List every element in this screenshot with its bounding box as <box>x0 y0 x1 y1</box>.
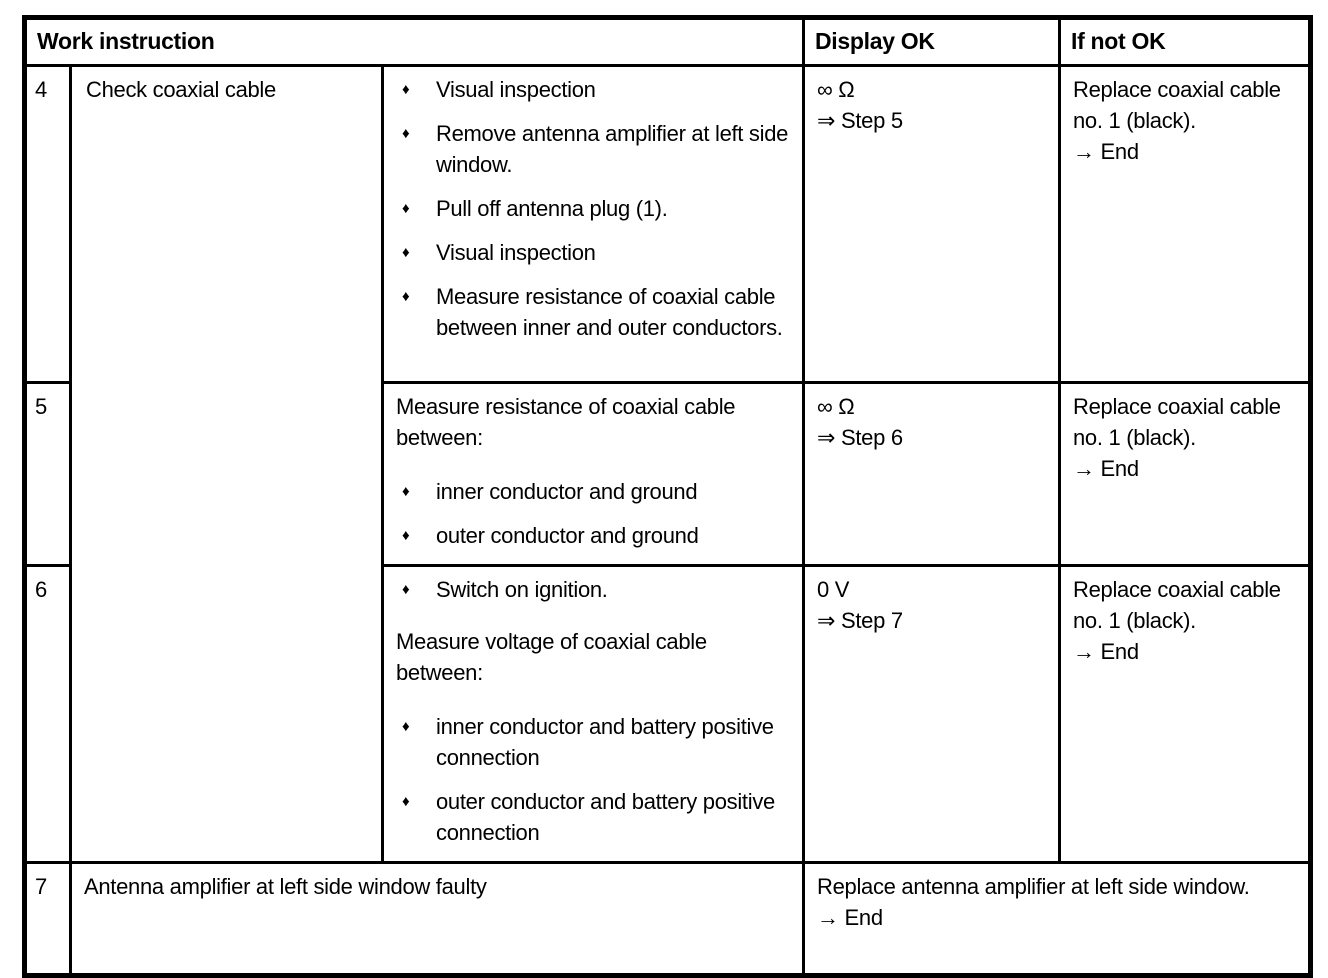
remedy-action: Replace coaxial cable no. 1 (black). <box>1073 577 1281 633</box>
check-coaxial-cable-cell: Check coaxial cable <box>69 64 384 864</box>
step-7-remedy-cell: Replace antenna amplifier at left side w… <box>802 861 1312 977</box>
list-item: ♦ inner conductor and ground <box>396 476 790 507</box>
list-item: ♦ Switch on ignition. <box>396 574 790 605</box>
table-row-step-4: 4 Check coaxial cable ♦ Visual inspectio… <box>23 64 1312 864</box>
step-number-cell: 5 <box>23 381 72 567</box>
step-4-display-ok-cell: ∞ Ω ⇒ Step 5 <box>802 64 1061 384</box>
list-item: ♦ inner conductor and battery positive c… <box>396 711 790 773</box>
diamond-bullet-icon: ♦ <box>402 81 410 98</box>
bullet-text: inner conductor and ground <box>436 479 698 504</box>
step-5-display-ok-cell: ∞ Ω ⇒ Step 6 <box>802 381 1061 567</box>
list-item: ♦ Measure resistance of coaxial cable be… <box>396 281 790 343</box>
step-4-details-cell: ♦ Visual inspection ♦ Remove antenna amp… <box>381 64 805 384</box>
list-item: ♦ outer conductor and battery positive c… <box>396 786 790 848</box>
step-6-if-not-ok-cell: Replace coaxial cable no. 1 (black). → E… <box>1058 564 1312 864</box>
next-step-reference: ⇒ Step 7 <box>817 608 903 633</box>
table-row-step-5: 5 Measure resistance of coaxial cable be… <box>23 381 1312 567</box>
step-5-if-not-ok-cell: Replace coaxial cable no. 1 (black). → E… <box>1058 381 1312 567</box>
remedy-action: Replace antenna amplifier at left side w… <box>817 874 1250 899</box>
table-header-row: Work instruction Display OK If not OK <box>23 16 1312 67</box>
bullet-text: Switch on ignition. <box>436 577 608 602</box>
diamond-bullet-icon: ♦ <box>402 288 410 305</box>
diamond-bullet-icon: ♦ <box>402 581 410 598</box>
step-6-display-ok-cell: 0 V ⇒ Step 7 <box>802 564 1061 864</box>
instruction-intro: Measure voltage of coaxial cable between… <box>396 629 707 685</box>
list-item: ♦ Visual inspection <box>396 74 790 105</box>
list-item: ♦ Pull off antenna plug (1). <box>396 193 790 224</box>
end-reference: → End <box>1073 139 1139 164</box>
next-step-reference: ⇒ Step 5 <box>817 108 903 133</box>
list-item: ♦ Visual inspection <box>396 237 790 268</box>
bullet-text: Visual inspection <box>436 240 596 265</box>
step-number-cell: 6 <box>23 564 72 864</box>
list-item: ♦ outer conductor and ground <box>396 520 790 551</box>
instruction-intro: Measure resistance of coaxial cable betw… <box>396 394 736 450</box>
next-step-reference: ⇒ Step 6 <box>817 425 903 450</box>
remedy-action: Replace coaxial cable no. 1 (black). <box>1073 77 1281 133</box>
end-reference: → End <box>1073 639 1139 664</box>
step-number-cell: 7 <box>23 861 72 977</box>
step-7-finding-cell: Antenna amplifier at left side window fa… <box>69 861 805 977</box>
display-reading: 0 V <box>817 577 850 602</box>
bullet-text: Measure resistance of coaxial cable betw… <box>436 284 783 340</box>
end-reference: → End <box>1073 456 1139 481</box>
diamond-bullet-icon: ♦ <box>402 527 410 544</box>
diamond-bullet-icon: ♦ <box>402 200 410 217</box>
list-item: ♦ Remove antenna amplifier at left side … <box>396 118 790 180</box>
bullet-text: outer conductor and battery positive con… <box>436 789 775 845</box>
bullet-text: Remove antenna amplifier at left side wi… <box>436 121 789 177</box>
end-reference: → End <box>817 905 883 930</box>
work-instruction-table: Work instruction Display OK If not OK 4 … <box>22 15 1313 978</box>
display-reading: ∞ Ω <box>817 77 855 102</box>
display-reading: ∞ Ω <box>817 394 855 419</box>
bullet-text: inner conductor and battery positive con… <box>436 714 774 770</box>
bullet-text: Visual inspection <box>436 77 596 102</box>
remedy-action: Replace coaxial cable no. 1 (black). <box>1073 394 1281 450</box>
diamond-bullet-icon: ♦ <box>402 125 410 142</box>
header-display-ok: Display OK <box>802 16 1061 67</box>
bullet-text: Pull off antenna plug (1). <box>436 196 668 221</box>
bullet-text: outer conductor and ground <box>436 523 699 548</box>
step-6-details-cell: ♦ Switch on ignition. Measure voltage of… <box>381 564 805 864</box>
table-row-step-6: 6 ♦ Switch on ignition. Measure voltage … <box>23 564 1312 864</box>
step-4-if-not-ok-cell: Replace coaxial cable no. 1 (black). → E… <box>1058 64 1312 384</box>
diamond-bullet-icon: ♦ <box>402 793 410 810</box>
table-row-step-7: 7 Antenna amplifier at left side window … <box>23 861 1312 977</box>
header-if-not-ok: If not OK <box>1058 16 1312 67</box>
diamond-bullet-icon: ♦ <box>402 244 410 261</box>
diamond-bullet-icon: ♦ <box>402 483 410 500</box>
step-5-details-cell: Measure resistance of coaxial cable betw… <box>381 381 805 567</box>
header-work-instruction: Work instruction <box>23 16 805 67</box>
step-number-cell: 4 <box>23 64 72 384</box>
diamond-bullet-icon: ♦ <box>402 718 410 735</box>
